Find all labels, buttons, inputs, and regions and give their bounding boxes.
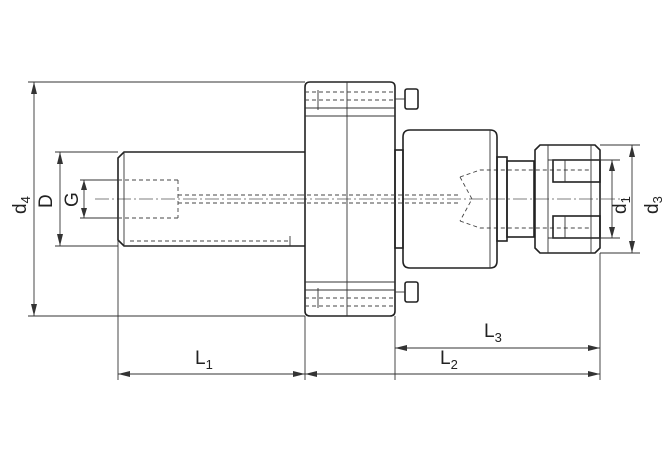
dimension-L1: L1 [118, 348, 305, 377]
label-d1: d1 [610, 196, 633, 214]
dimension-L2: L2 [305, 348, 600, 377]
dimension-D: D [36, 152, 63, 246]
dimension-L3: L3 [395, 321, 600, 351]
shank [117, 151, 305, 247]
dimension-d4: d4 [10, 82, 37, 316]
dimension-d1: d1 [609, 160, 633, 238]
extension-lines [28, 81, 640, 380]
label-d4: d4 [10, 196, 33, 214]
dimension-d3: d3 [629, 145, 665, 253]
spindle-body [300, 129, 590, 269]
label-d3: d3 [642, 196, 665, 214]
flange [304, 81, 396, 317]
dimension-G: G [62, 180, 87, 218]
label-G: G [62, 192, 83, 207]
label-D: D [36, 194, 57, 208]
label-L1: L1 [195, 348, 213, 372]
label-L2: L2 [440, 348, 458, 372]
label-L3: L3 [484, 321, 502, 345]
collet-nut [496, 144, 601, 254]
screw-heads [395, 88, 419, 303]
